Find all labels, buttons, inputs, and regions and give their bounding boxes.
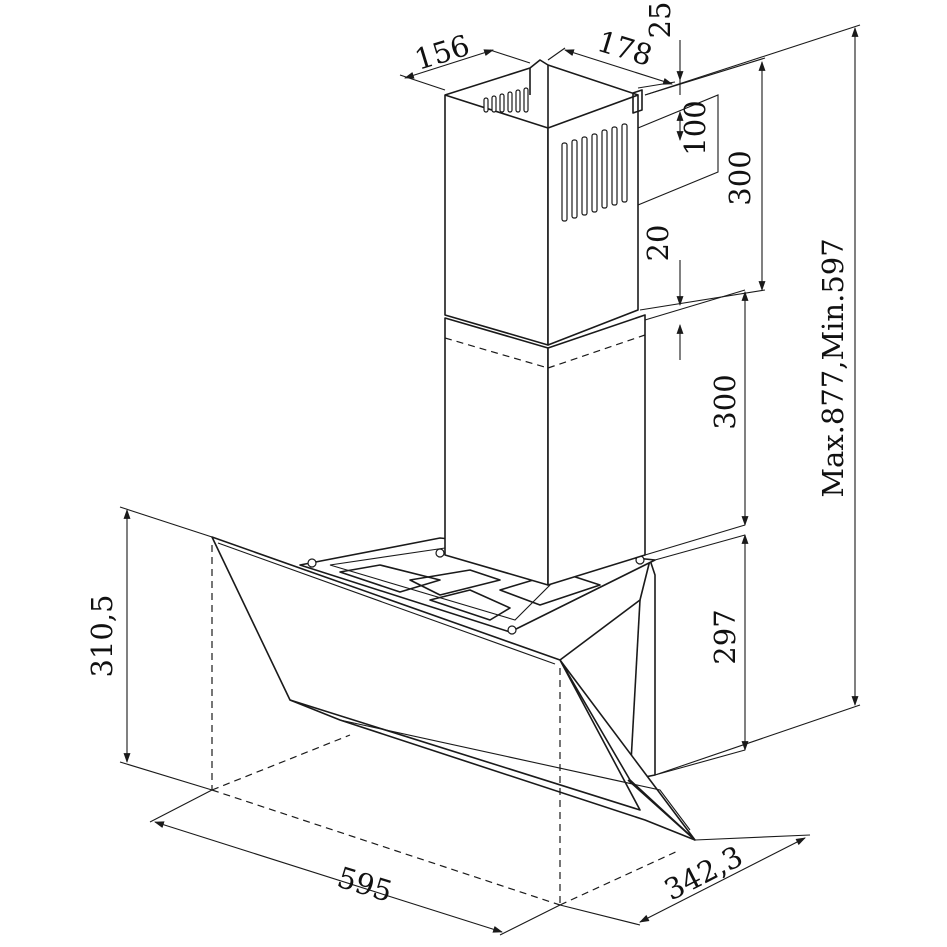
dim-chimney-depth: 156 xyxy=(411,28,474,77)
dim-lower-chimney-height: 300 xyxy=(708,374,742,429)
dim-hood-height-right: 297 xyxy=(708,609,742,664)
dim-hood-width: 595 xyxy=(333,860,396,909)
hood-canopy xyxy=(211,536,696,841)
vent-slots-back xyxy=(483,87,529,113)
vent-slots-right xyxy=(561,123,628,222)
dim-hood-height-left: 310,5 xyxy=(85,594,119,677)
dimension-lines xyxy=(119,24,861,936)
dim-hood-depth: 342,3 xyxy=(659,839,748,907)
dim-overlap: 20 xyxy=(641,225,675,262)
lower-chimney xyxy=(444,314,646,586)
dim-top-offset: 25 xyxy=(643,2,677,39)
dim-upper-chimney-height: 300 xyxy=(723,150,757,205)
dim-outlet-height: 100 xyxy=(678,100,712,155)
upper-chimney xyxy=(444,59,643,346)
dim-total-height: Max.877,Min.597 xyxy=(816,238,850,497)
